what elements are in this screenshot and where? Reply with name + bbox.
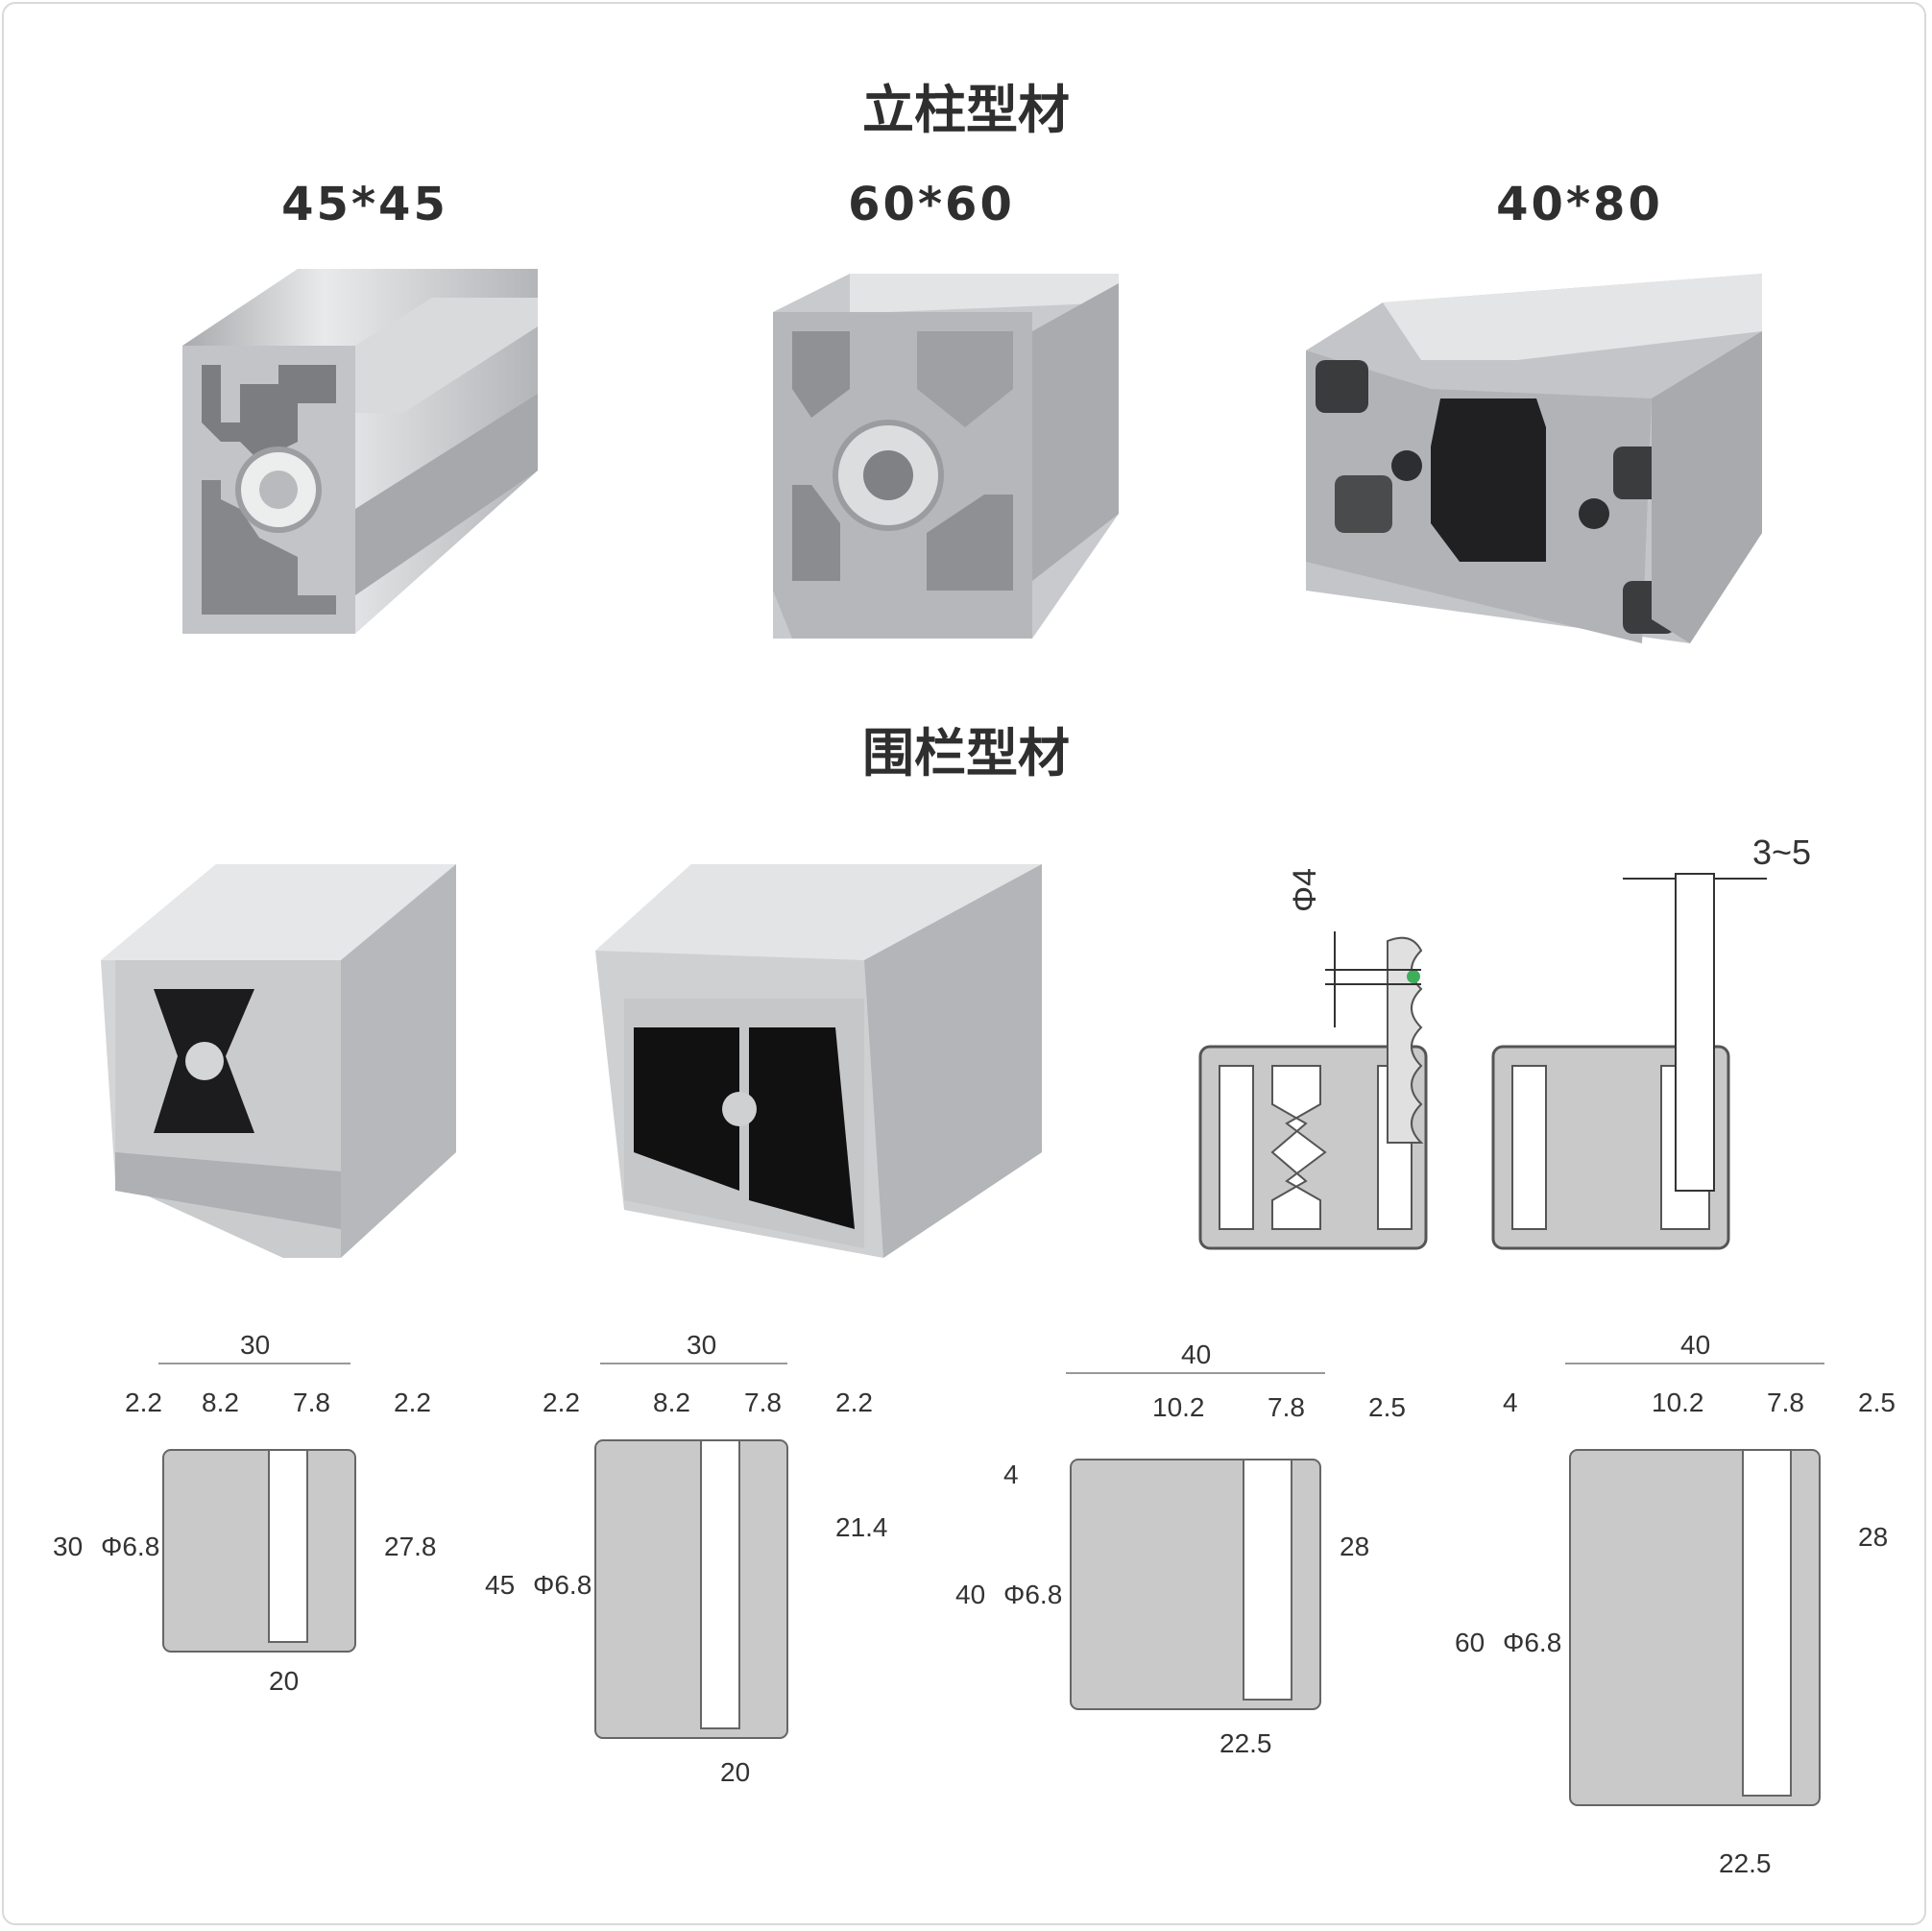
column-section-title: 立柱型材: [862, 80, 1070, 140]
panel-thickness-label: 3~5: [1752, 833, 1811, 872]
height-dim: 40: [955, 1580, 985, 1609]
profile-photo-40x80: [1306, 274, 1762, 643]
hole-dim: Φ6.8: [101, 1532, 159, 1561]
profile-photo-60x60: [773, 274, 1119, 639]
bottom-dim: 20: [720, 1757, 750, 1787]
depth-dim: 21.4: [835, 1512, 888, 1542]
wall-dim: 4: [1003, 1460, 1019, 1489]
fence-section-title: 围栏型材: [862, 723, 1070, 784]
drawing-40x40: 40 10.2 7.8 4 2.5 40 Φ6.8 28 22.5: [955, 1340, 1406, 1758]
slot-dim: 8.2: [202, 1388, 239, 1417]
side-dim: 7.8: [293, 1388, 330, 1417]
width-dim: 30: [240, 1330, 270, 1360]
hole-dim: Φ6.8: [1003, 1580, 1062, 1609]
depth-dim: 28: [1858, 1522, 1888, 1552]
right-wall-dim: 2.2: [835, 1388, 873, 1417]
width-dim: 40: [1181, 1340, 1211, 1369]
profile-size-label: 45*45: [281, 178, 448, 231]
right-wall-dim: 2.5: [1858, 1388, 1896, 1417]
slot-dim: 8.2: [653, 1388, 690, 1417]
width-dim: 30: [687, 1330, 716, 1360]
bottom-dim: 22.5: [1220, 1728, 1272, 1758]
depth-dim: 27.8: [384, 1532, 437, 1561]
slot-dim: 10.2: [1652, 1388, 1704, 1417]
hole-dim: Φ6.8: [1503, 1628, 1561, 1657]
height-dim: 45: [485, 1570, 515, 1600]
drawing-40x60: 40 10.2 7.8 4 2.5 60 Φ6.8 28 22.5: [1455, 1330, 1896, 1878]
fence-profile-photo-a: [101, 864, 456, 1258]
width-dim: 40: [1680, 1330, 1710, 1360]
profile-size-label: 40*80: [1496, 178, 1663, 231]
round-seal-label: Φ4: [1287, 868, 1323, 912]
drawing-30x30: 30 8.2 7.8 2.2 2.2 30 Φ6.8 27.8 20: [53, 1330, 437, 1696]
profile-photo-45x45: [182, 269, 538, 634]
height-dim: 60: [1455, 1628, 1485, 1657]
seal-marker: [1407, 970, 1420, 983]
wall-dim: 2.2: [543, 1388, 580, 1417]
side-dim: 7.8: [1268, 1392, 1305, 1422]
right-wall-dim: 2.2: [394, 1388, 431, 1417]
wall-dim: 2.2: [125, 1388, 162, 1417]
slot-dim: 10.2: [1152, 1392, 1205, 1422]
bottom-dim: 20: [269, 1666, 299, 1696]
bottom-dim: 22.5: [1719, 1848, 1772, 1878]
glazing-seal-sketch: Φ4 3~5: [1198, 833, 1811, 1250]
side-dim: 7.8: [1767, 1388, 1804, 1417]
wall-dim: 4: [1503, 1388, 1518, 1417]
fence-profile-photo-b: [595, 864, 1042, 1258]
side-dim: 7.8: [744, 1388, 782, 1417]
hole-dim: Φ6.8: [533, 1570, 592, 1600]
profile-size-label: 60*60: [848, 178, 1015, 231]
drawing-30x45: 30 8.2 7.8 2.2 2.2 45 Φ6.8 21.4 20: [485, 1330, 888, 1787]
height-dim: 30: [53, 1532, 83, 1561]
depth-dim: 28: [1340, 1532, 1369, 1561]
right-wall-dim: 2.5: [1368, 1392, 1406, 1422]
